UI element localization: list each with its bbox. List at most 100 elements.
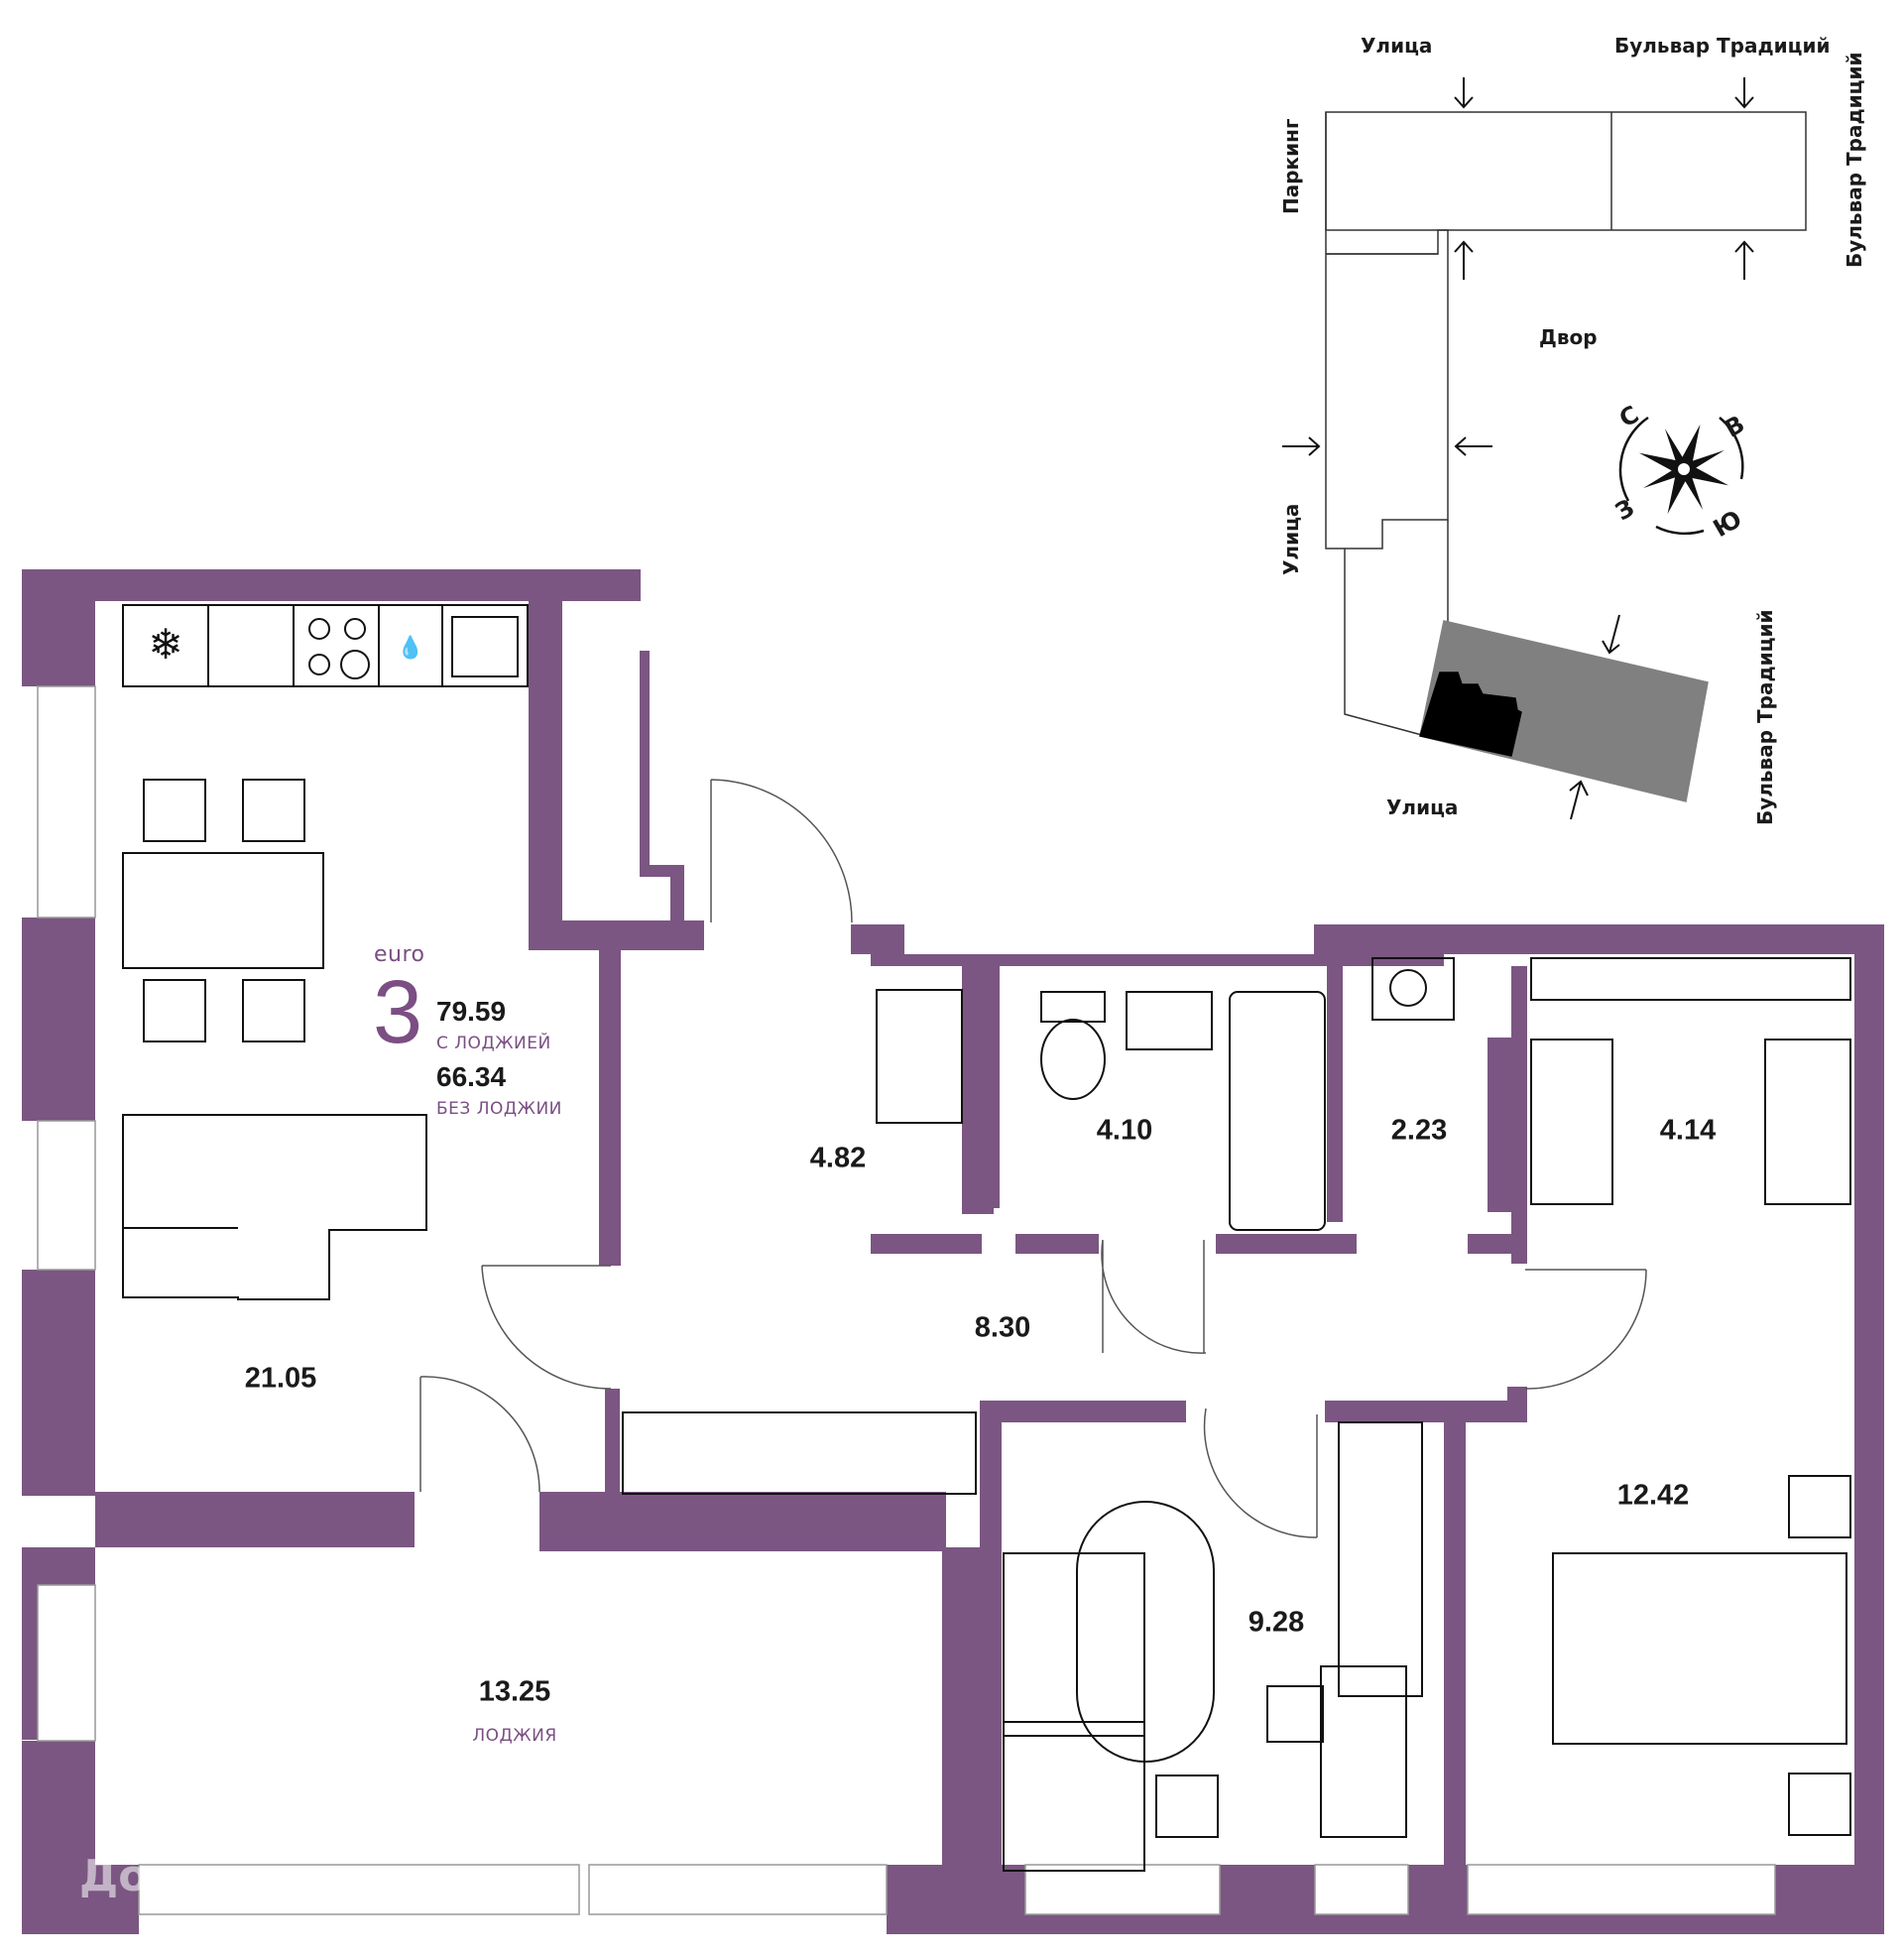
building-highlighted-section: [1419, 672, 1522, 757]
wall: [22, 1347, 95, 1496]
building-left-wing: [1325, 112, 1449, 550]
boulevard-label-right-bottom: Бульвар Традиций: [1753, 609, 1777, 825]
wall: [1444, 1401, 1466, 1920]
arrow-icon: [1282, 436, 1321, 456]
wall: [1468, 1234, 1527, 1254]
building-top-wing: [1325, 111, 1807, 231]
toilet: [1040, 991, 1106, 1023]
washbasin: [1126, 991, 1213, 1050]
washing-machine-drum: [1389, 969, 1427, 1007]
wall: [22, 569, 95, 686]
window: [1024, 1864, 1221, 1915]
wall: [22, 918, 95, 1121]
building-highlighted: [1419, 620, 1709, 802]
room-area-loggia: 13.25: [478, 1675, 551, 1708]
window: [588, 1864, 888, 1915]
room-area-hall: 4.82: [809, 1142, 867, 1174]
street-label-left: Улица: [1279, 503, 1303, 575]
wall: [982, 1401, 1186, 1422]
closet-rack: [1530, 957, 1851, 1001]
wall: [1216, 1234, 1357, 1254]
room-area-bathroom: 4.10: [1096, 1114, 1153, 1147]
window: [1467, 1864, 1776, 1915]
compass-star-icon: [1638, 424, 1729, 515]
chair: [143, 979, 206, 1042]
chair: [242, 779, 305, 842]
window: [37, 1120, 96, 1271]
street-label-bottom: Улица: [1386, 795, 1459, 819]
wall: [980, 1401, 1002, 1920]
wall: [1854, 924, 1884, 1934]
stove-burner-icon: [340, 650, 370, 679]
sink-icon: [451, 616, 519, 677]
entrance-arrows: [1282, 77, 1754, 820]
room-area-wardrobe: 4.14: [1659, 1114, 1717, 1147]
double-bed: [1552, 1552, 1847, 1745]
area-without-loggia: 66.34: [436, 1061, 507, 1092]
room-area-kitchen-living: 21.05: [244, 1362, 317, 1395]
wall: [851, 924, 904, 954]
freezer-icon: ❄: [148, 620, 182, 669]
compass-ring: [1655, 525, 1705, 536]
door-swing: [1524, 1269, 1647, 1390]
wall: [605, 1389, 620, 1496]
nightstand: [1788, 1773, 1851, 1836]
compass-center: [1676, 461, 1692, 477]
room-area-corridor: 8.30: [974, 1311, 1031, 1344]
wall: [640, 651, 650, 865]
wall: [992, 966, 1000, 1208]
arrow-icon: [1602, 614, 1620, 655]
side-table: [1155, 1774, 1219, 1838]
closet-rack: [1764, 1039, 1851, 1205]
wall: [529, 920, 704, 950]
courtyard-label: Двор: [1539, 325, 1598, 349]
stove-burner-icon: [308, 654, 330, 675]
door-swing: [1203, 1407, 1318, 1538]
room-area-bedroom-small: 9.28: [1248, 1606, 1305, 1639]
oval-rug: [1076, 1501, 1215, 1763]
parking-label: Паркинг: [1279, 118, 1303, 214]
boulevard-label-top: Бульвар Традиций: [1614, 34, 1831, 58]
wall: [962, 966, 994, 1214]
window: [138, 1864, 580, 1915]
area-without-loggia-label: БЕЗ ЛОДЖИИ: [436, 1099, 562, 1119]
wall: [1488, 1038, 1511, 1212]
kitchen-counter: [122, 604, 529, 687]
arrow-icon: [1454, 436, 1492, 456]
desk: [1320, 1665, 1407, 1838]
area-with-loggia-label: С ЛОДЖИЕЙ: [436, 1034, 551, 1053]
wall: [95, 1492, 415, 1547]
door-swing: [419, 1376, 540, 1493]
chair: [143, 779, 206, 842]
windows: [37, 685, 1776, 1915]
wall: [579, 1865, 589, 1934]
wall: [22, 1865, 139, 1934]
wall: [871, 954, 1444, 966]
closet-rack: [1338, 1421, 1423, 1697]
wall: [599, 950, 621, 1266]
boulevard-label-right-top: Бульвар Традиций: [1843, 52, 1866, 268]
room-area-laundry: 2.23: [1390, 1114, 1448, 1147]
closet-rack: [1530, 1039, 1613, 1205]
street-label-top: Улица: [1361, 34, 1433, 58]
window: [1314, 1864, 1409, 1915]
stove-burner-icon: [308, 618, 330, 640]
chair: [242, 979, 305, 1042]
arrow-icon: [1454, 240, 1474, 280]
arrow-icon: [1454, 77, 1474, 109]
doors: [419, 779, 1647, 1538]
compass-ring: [1618, 416, 1649, 502]
wall: [1511, 966, 1527, 1264]
wall: [1015, 1234, 1099, 1254]
door-swing: [1101, 1239, 1207, 1354]
compass: [1618, 416, 1744, 536]
nightstand: [1788, 1475, 1851, 1538]
wall: [22, 569, 641, 601]
watermark: Домклик: [79, 1851, 306, 1901]
wall: [1325, 1401, 1414, 1422]
stove-burner-icon: [344, 618, 366, 640]
wall: [1314, 924, 1884, 954]
room-area-bedroom-master: 12.42: [1616, 1479, 1690, 1512]
compass-ring: [1719, 417, 1744, 480]
room-count: 3: [373, 963, 423, 1062]
